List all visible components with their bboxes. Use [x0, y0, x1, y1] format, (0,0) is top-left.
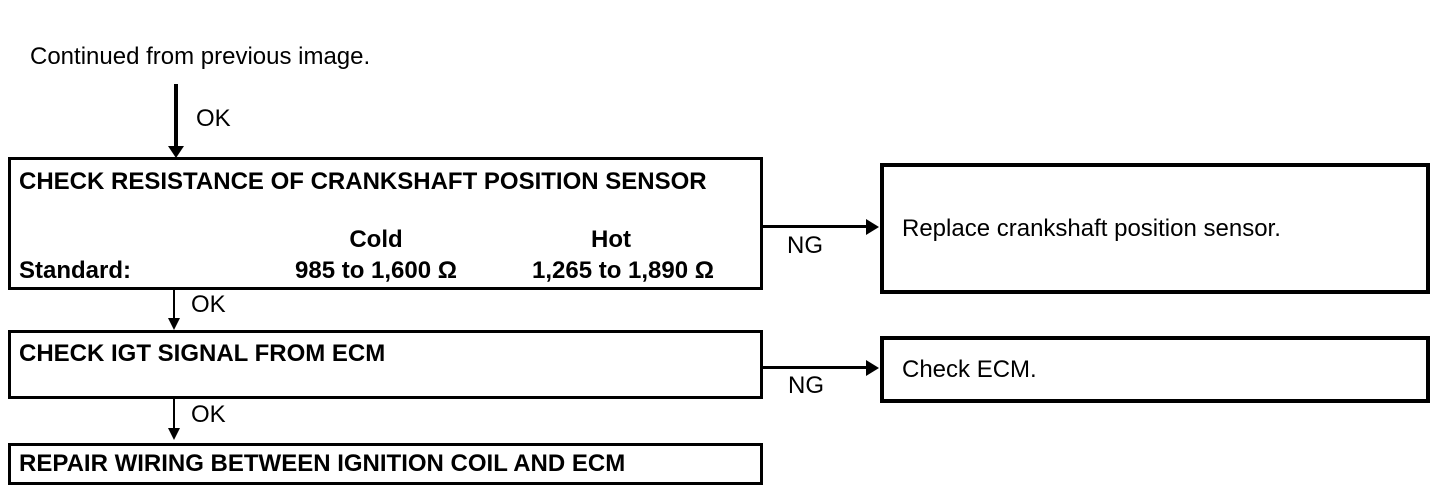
result-text-replace-sensor: Replace crankshaft position sensor. [902, 214, 1281, 242]
ok-label-2: OK [191, 291, 226, 318]
right-arrow-1-icon [763, 225, 866, 228]
result-box-check-ecm: Check ECM. [880, 336, 1430, 403]
standard-label: Standard: [19, 257, 132, 284]
step-title-repair-wiring: REPAIR WIRING BETWEEN IGNITION COIL AND … [19, 450, 626, 477]
step-box-check-igt: CHECK IGT SIGNAL FROM ECM [8, 330, 763, 399]
hot-column-header: Hot [591, 226, 631, 253]
right-arrow-2-icon [763, 366, 866, 369]
step-box-check-resistance: CHECK RESISTANCE OF CRANKSHAFT POSITION … [8, 157, 763, 290]
step-box-repair-wiring: REPAIR WIRING BETWEEN IGNITION COIL AND … [8, 443, 763, 485]
down-arrow-1-icon [174, 84, 178, 146]
step-title-check-resistance: CHECK RESISTANCE OF CRANKSHAFT POSITION … [19, 168, 707, 195]
result-box-replace-sensor: Replace crankshaft position sensor. [880, 163, 1430, 294]
down-arrow-2-icon [173, 290, 175, 318]
result-text-check-ecm: Check ECM. [902, 355, 1037, 383]
ng-label-1: NG [787, 232, 823, 259]
ok-label-3: OK [191, 401, 226, 428]
continued-from-label: Continued from previous image. [30, 43, 371, 70]
down-arrowhead-1-icon [168, 146, 184, 158]
down-arrowhead-3-icon [168, 428, 180, 440]
right-arrowhead-2-icon [866, 360, 879, 376]
cold-column-header: Cold [349, 226, 403, 253]
cold-resistance-value: 985 to 1,600 Ω [295, 257, 457, 284]
ok-label-1: OK [196, 105, 231, 132]
step-title-check-igt: CHECK IGT SIGNAL FROM ECM [19, 340, 386, 367]
down-arrowhead-2-icon [168, 318, 180, 330]
ng-label-2: NG [788, 372, 824, 399]
down-arrow-3-icon [173, 399, 175, 428]
right-arrowhead-1-icon [866, 219, 879, 235]
hot-resistance-value: 1,265 to 1,890 Ω [531, 257, 715, 284]
